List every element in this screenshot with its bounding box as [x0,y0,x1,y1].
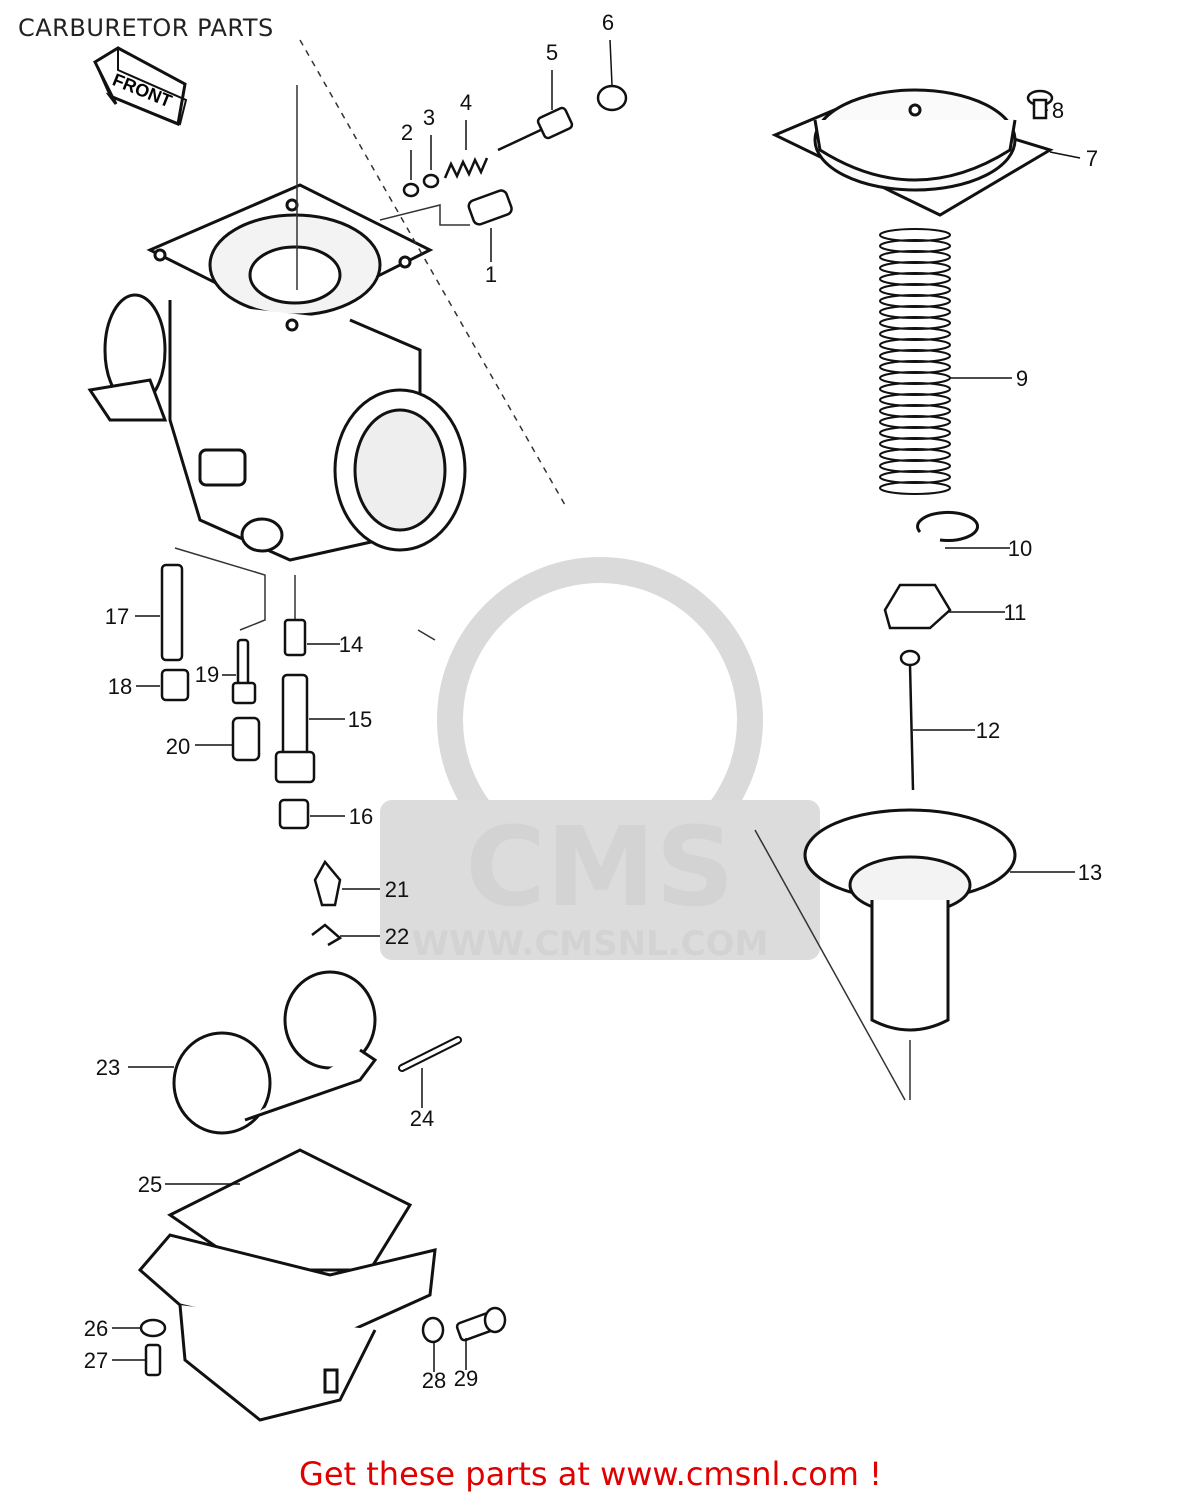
callout-label-4: 4 [460,90,472,115]
float-bowl-icon [137,1233,437,1422]
callout-label-22: 22 [385,924,409,949]
part-2-washer-icon [402,182,420,198]
part-1-screw-icon [467,189,513,226]
leader-lines [174,39,911,1101]
part-28-gasket-icon [421,1316,445,1344]
part-20-bushing-icon [231,716,261,762]
callout-label-14: 14 [339,632,363,657]
callout-label-10: 10 [1008,536,1032,561]
carburetor-body [87,183,467,562]
callout-label-15: 15 [348,707,372,732]
callout-label-20: 20 [166,734,190,759]
part-4-spring-icon [443,157,489,179]
callout-label-3: 3 [423,105,435,130]
callout-label-11: 11 [1004,600,1027,625]
part-13-diaphragm-slide-icon [803,808,1017,1032]
callout-label-18: 18 [108,674,132,699]
callout-label-21: 21 [385,877,409,902]
part-18-pilot-jet-icon [160,668,190,702]
part-11-retainer-icon [883,583,952,630]
callout-label-26: 26 [84,1316,108,1341]
callout-label-6: 6 [602,10,614,35]
part-23-float-icon [172,970,378,1135]
callout-label-25: 25 [138,1172,162,1197]
callout-label-27: 27 [84,1348,108,1373]
cmsnl-parts-link[interactable]: Get these parts at www.cmsnl.com ! [299,1455,882,1493]
page-title: CARBURETOR PARTS [18,14,274,42]
callout-label-17: 17 [105,604,129,629]
callout-label-24: 24 [410,1106,434,1131]
part-26-washer-icon [139,1318,167,1338]
watermark: CMS WWW.CMSNL.COM [380,557,820,964]
callout-label-13: 13 [1078,860,1102,885]
front-arrow-icon: FRONT [93,46,188,127]
part-27-screw-icon [144,1343,162,1377]
callout-leader-7 [1049,151,1081,159]
callout-label-7: 7 [1086,146,1098,171]
callout-label-1: 1 [485,262,497,287]
callout-leader-6 [609,39,613,86]
callout-label-12: 12 [976,718,1000,743]
exploded-parts-diagram: CMS WWW.CMSNL.COM FRONT [84,10,1102,1422]
callout-label-8: 8 [1052,98,1064,123]
watermark-url: WWW.CMSNL.COM [412,924,769,964]
part-7-top-cover-icon [771,88,1054,217]
part-29-drain-screw-icon [455,1306,507,1342]
callout-label-2: 2 [401,120,413,145]
callout-label-28: 28 [422,1368,446,1393]
part-17-emulsion-tube-icon [160,563,184,662]
part-10-clip-icon [916,510,980,542]
callout-label-23: 23 [96,1055,120,1080]
part-16-main-jet-icon [278,798,310,830]
part-22-clip-icon [311,923,343,947]
callout-label-29: 29 [454,1366,478,1391]
part-3-oring-icon [422,173,440,189]
watermark-brand: CMS [465,803,734,931]
part-21-float-valve-icon [313,859,342,907]
part-12-jet-needle-icon [899,649,921,791]
footer: Get these parts at www.cmsnl.com ! [0,1455,1181,1493]
part-19-starter-jet-icon [231,638,257,705]
part-14-jet-holder-icon [283,618,307,657]
part-5-pilot-screw-icon [497,106,574,152]
callout-label-16: 16 [349,804,373,829]
callout-label-5: 5 [546,40,558,65]
part-6-cap-icon [596,84,628,112]
part-9-spring-icon [879,228,951,495]
callout-label-9: 9 [1016,366,1028,391]
callout-label-19: 19 [195,662,219,687]
part-15-needle-jet-icon [274,673,316,784]
part-8-screw-icon [1026,89,1054,120]
